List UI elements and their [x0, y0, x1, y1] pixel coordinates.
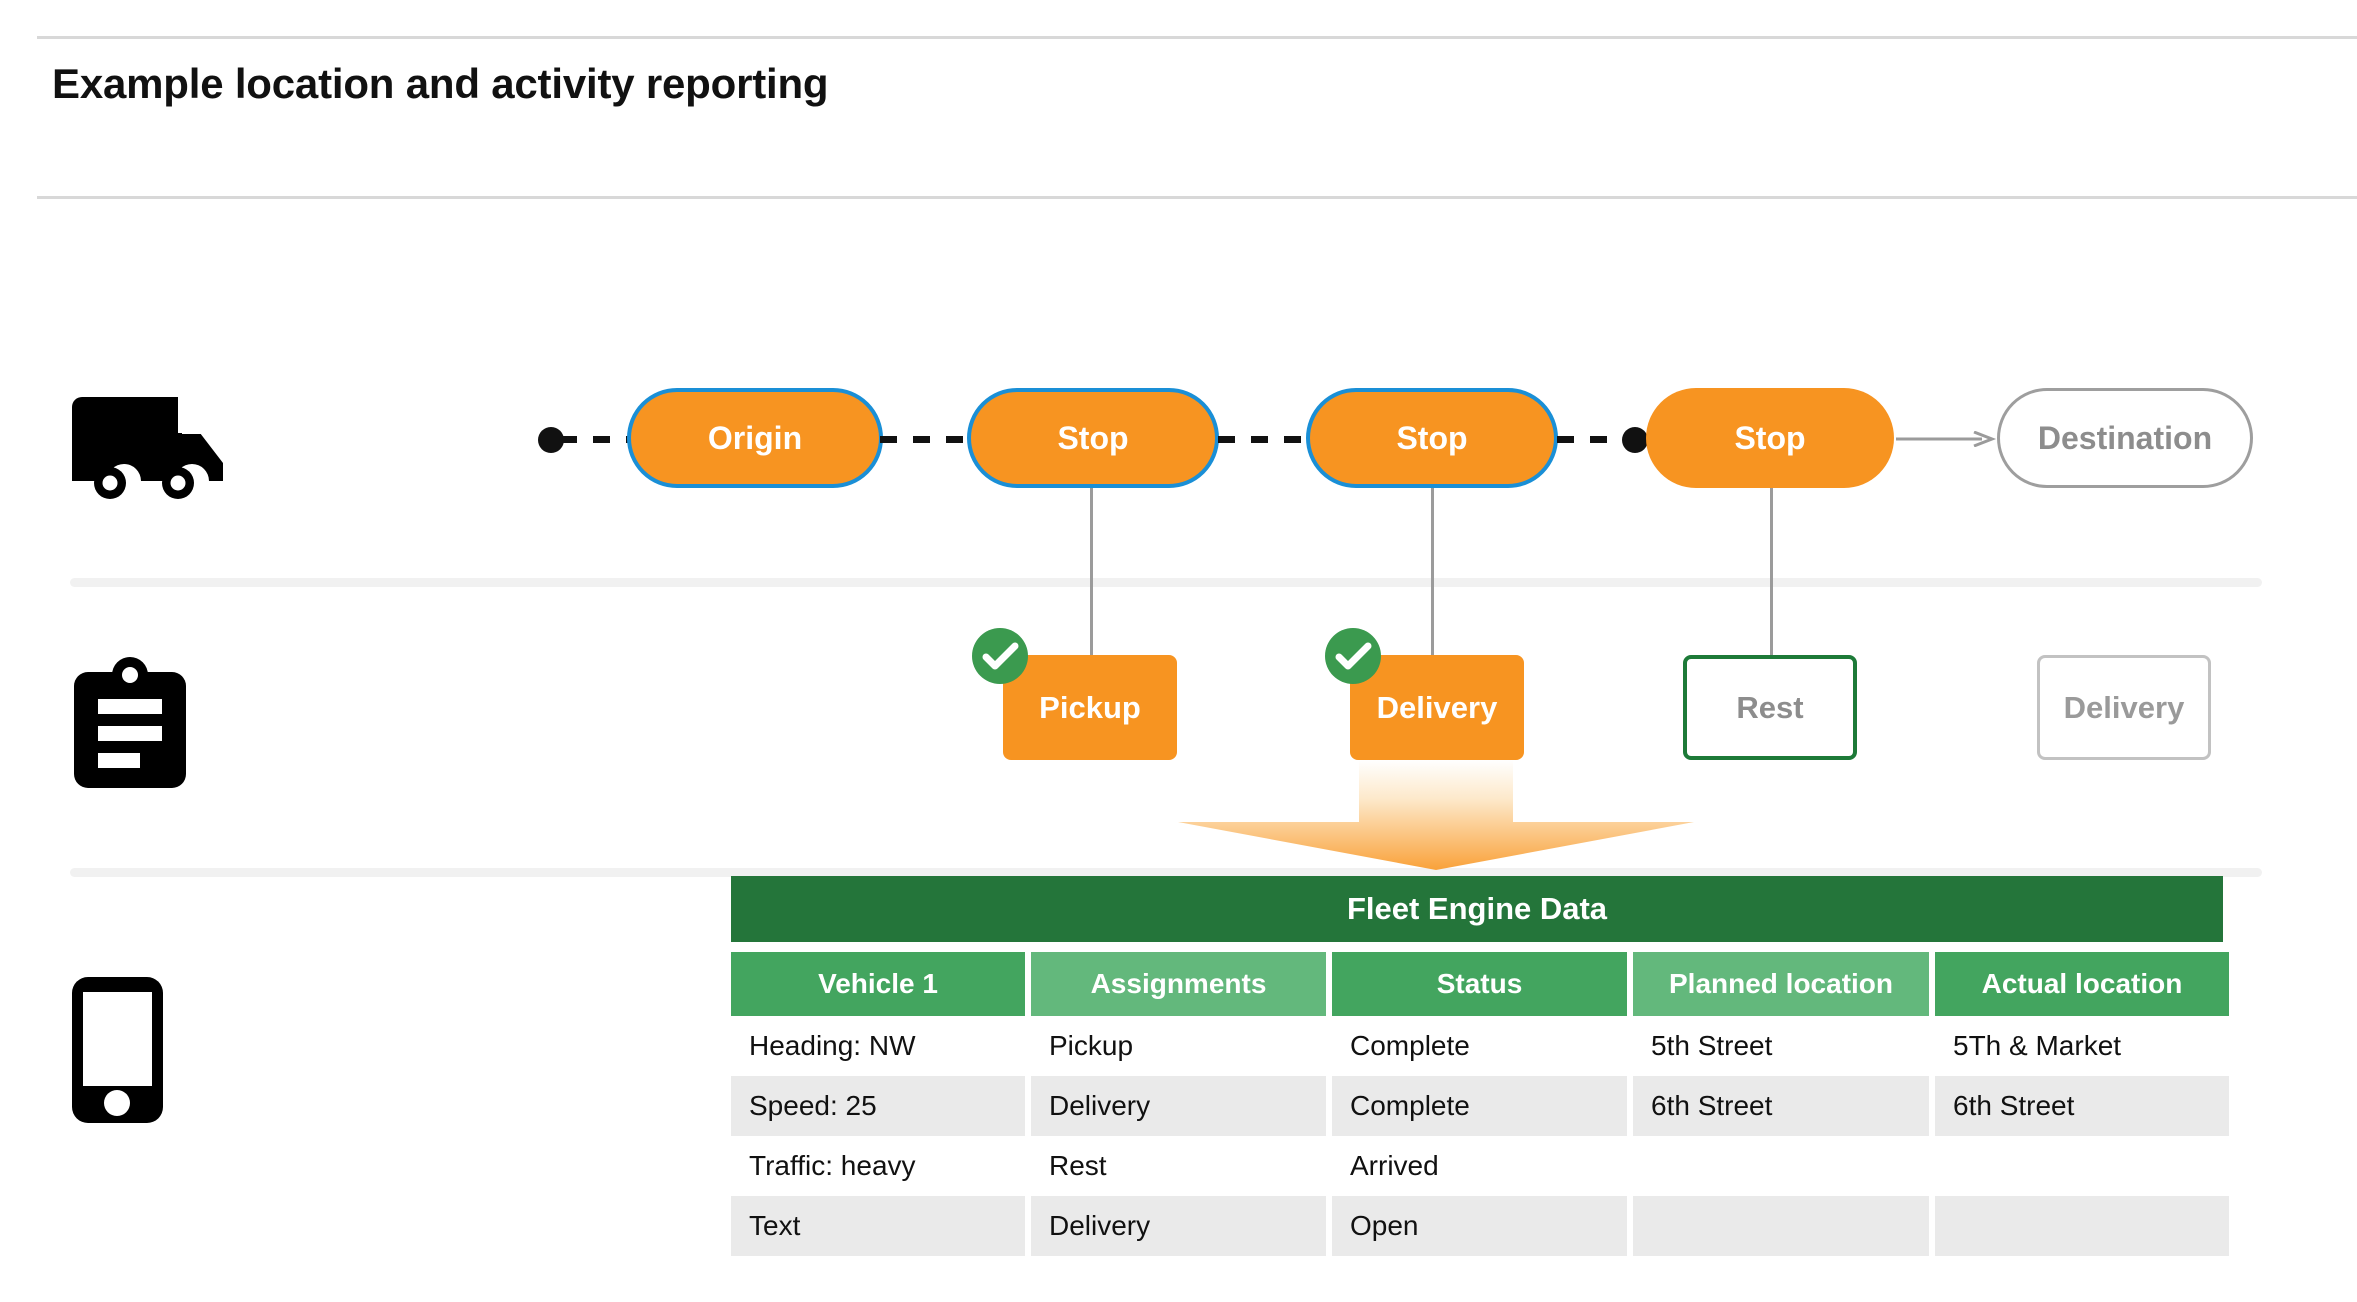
activity-card-label: Pickup — [1039, 689, 1141, 725]
route-stop-label: Stop — [1057, 419, 1129, 456]
cell-planned-location: 5th Street — [1633, 1016, 1929, 1076]
pickup-complete-check-icon — [972, 628, 1028, 684]
table-row: Heading: NW Pickup Complete 5th Street 5… — [731, 1016, 2229, 1076]
activity-card-rest[interactable]: Rest — [1683, 655, 1857, 760]
table-row: Traffic: heavy Rest Arrived — [731, 1136, 2229, 1196]
activity-card-label: Delivery — [2063, 689, 2185, 725]
top-divider — [37, 36, 2357, 39]
cell-planned-location: 6th Street — [1633, 1076, 1929, 1136]
column-header-actual-location[interactable]: Actual location — [1935, 952, 2229, 1016]
phone-icon — [70, 975, 165, 1125]
cell-status: Arrived — [1332, 1136, 1627, 1196]
route-stop-label: Stop — [1396, 419, 1468, 456]
route-start-dot — [538, 427, 564, 453]
cell-assignment: Pickup — [1031, 1016, 1326, 1076]
cell-actual-location: 6th Street — [1935, 1076, 2229, 1136]
cell-status: Open — [1332, 1196, 1627, 1256]
cell-actual-location: 5Th & Market — [1935, 1016, 2229, 1076]
route-stop-label: Origin — [707, 419, 803, 456]
activity-card-pickup[interactable]: Pickup — [1003, 655, 1177, 760]
table-row: Speed: 25 Delivery Complete 6th Street 6… — [731, 1076, 2229, 1136]
route-stop-label: Stop — [1734, 419, 1806, 456]
route-stop-1[interactable]: Stop — [967, 388, 1219, 488]
truck-icon — [70, 395, 225, 500]
route-row-divider — [70, 578, 2262, 587]
route-dashed-segment — [880, 436, 972, 443]
cell-vehicle: Heading: NW — [731, 1016, 1025, 1076]
route-current-dot — [1622, 427, 1648, 453]
data-flow-arrow-icon — [1178, 760, 1694, 870]
clipboard-icon — [70, 655, 190, 790]
cell-vehicle: Traffic: heavy — [731, 1136, 1025, 1196]
cell-status: Complete — [1332, 1016, 1627, 1076]
route-dashed-segment — [1557, 436, 1653, 443]
activity-card-label: Delivery — [1376, 689, 1498, 725]
table-row: Text Delivery Open — [731, 1196, 2229, 1256]
cell-planned-location — [1633, 1136, 1929, 1196]
route-dashed-segment — [560, 436, 632, 443]
stop-activity-connector — [1090, 488, 1093, 668]
cell-vehicle: Text — [731, 1196, 1025, 1256]
cell-actual-location — [1935, 1196, 2229, 1256]
cell-actual-location — [1935, 1136, 2229, 1196]
table-header-row: Vehicle 1 Assignments Status Planned loc… — [731, 942, 2229, 1016]
activity-row-divider — [70, 868, 2262, 877]
stop-activity-connector — [1770, 488, 1773, 668]
route-stop-origin[interactable]: Origin — [627, 388, 883, 488]
activity-card-delivery-pending[interactable]: Delivery — [2037, 655, 2211, 760]
column-header-vehicle[interactable]: Vehicle 1 — [731, 952, 1025, 1016]
route-stop-label: Destination — [2037, 419, 2213, 456]
route-stop-2[interactable]: Stop — [1306, 388, 1558, 488]
title-divider — [37, 196, 2357, 199]
cell-assignment: Delivery — [1031, 1196, 1326, 1256]
destination-arrow-icon — [1896, 431, 1997, 447]
cell-assignment: Rest — [1031, 1136, 1326, 1196]
fleet-engine-table: Fleet Engine Data Vehicle 1 Assignments … — [731, 876, 2229, 1256]
delivery-complete-check-icon — [1325, 628, 1381, 684]
cell-planned-location — [1633, 1196, 1929, 1256]
activity-card-delivery[interactable]: Delivery — [1350, 655, 1524, 760]
column-header-status[interactable]: Status — [1332, 952, 1627, 1016]
cell-status: Complete — [1332, 1076, 1627, 1136]
activity-card-label: Rest — [1736, 689, 1804, 725]
page-title: Example location and activity reporting — [52, 60, 829, 107]
route-stop-3[interactable]: Stop — [1646, 388, 1894, 488]
column-header-planned-location[interactable]: Planned location — [1633, 952, 1929, 1016]
stop-activity-connector — [1431, 488, 1434, 668]
cell-vehicle: Speed: 25 — [731, 1076, 1025, 1136]
cell-assignment: Delivery — [1031, 1076, 1326, 1136]
table-title: Fleet Engine Data — [731, 876, 2223, 942]
route-destination[interactable]: Destination — [1997, 388, 2253, 488]
column-header-assignments[interactable]: Assignments — [1031, 952, 1326, 1016]
route-dashed-segment — [1218, 436, 1310, 443]
